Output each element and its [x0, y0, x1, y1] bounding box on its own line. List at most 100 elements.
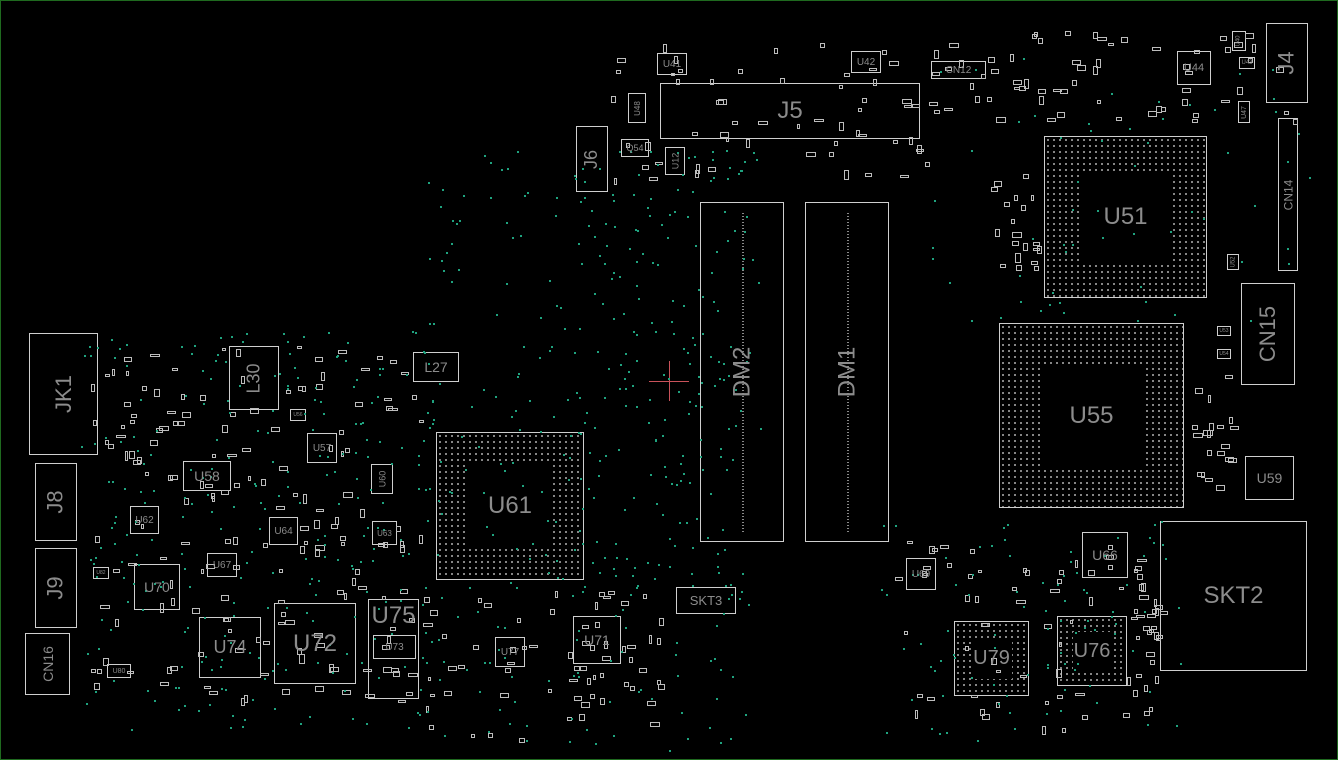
via-dot: [682, 455, 684, 457]
smd-pad: [975, 96, 980, 103]
component-u48[interactable]: U48: [628, 93, 646, 123]
via-dot: [692, 585, 694, 587]
via-dot: [625, 405, 627, 407]
component-u77[interactable]: U77: [495, 637, 525, 667]
component-u54[interactable]: U54: [1217, 349, 1231, 359]
via-dot: [126, 365, 128, 367]
smd-pad: [1045, 701, 1049, 705]
component-u80[interactable]: U80: [107, 664, 131, 678]
component-u53[interactable]: U53: [1217, 326, 1231, 336]
component-u79[interactable]: U79: [954, 621, 1029, 696]
component-cn15[interactable]: CN15: [1241, 283, 1295, 385]
component-skt2[interactable]: SKT2: [1160, 521, 1307, 671]
smd-pad: [1183, 64, 1190, 70]
component-u56[interactable]: U56: [290, 409, 306, 421]
smd-pad: [1075, 693, 1085, 696]
via-dot: [584, 197, 586, 199]
via-dot: [702, 333, 704, 335]
component-u12[interactable]: U12: [665, 147, 685, 175]
component-u40[interactable]: U40: [1232, 31, 1246, 51]
via-dot: [713, 177, 715, 179]
component-u61[interactable]: U61: [436, 432, 584, 580]
component-u60[interactable]: U60: [371, 464, 393, 494]
component-cn14[interactable]: CN14: [1278, 118, 1298, 271]
smd-pad: [1053, 89, 1062, 92]
component-q54[interactable]: Q54: [621, 139, 649, 157]
via-dot: [630, 594, 632, 596]
via-dot: [994, 647, 996, 649]
via-dot: [576, 639, 578, 641]
component-u82[interactable]: U82: [93, 567, 109, 579]
refdes-label: U54: [1219, 351, 1229, 357]
component-u64[interactable]: U64: [269, 517, 298, 545]
component-u73[interactable]: U73: [373, 635, 416, 659]
component-u76[interactable]: U76: [1057, 616, 1127, 686]
smd-pad: [250, 408, 259, 414]
via-dot: [1309, 177, 1311, 179]
component-u42[interactable]: U42: [851, 51, 881, 73]
via-dot: [337, 355, 339, 357]
component-jk1[interactable]: JK1: [29, 333, 98, 455]
component-u55[interactable]: U55: [999, 323, 1184, 508]
via-dot: [418, 455, 420, 457]
component-cn12[interactable]: CN12: [931, 61, 986, 79]
component-u71[interactable]: U71: [573, 616, 621, 664]
via-dot: [120, 441, 122, 443]
component-u74[interactable]: U74: [199, 617, 261, 678]
via-dot: [519, 429, 521, 431]
via-dot: [526, 725, 528, 727]
via-dot: [459, 220, 461, 222]
component-u67[interactable]: U67: [207, 553, 237, 577]
smd-pad: [738, 69, 743, 74]
refdes-label: JK1: [50, 375, 76, 413]
component-u70[interactable]: U70: [134, 564, 180, 610]
smd-pad: [315, 357, 323, 362]
component-j6[interactable]: J6: [576, 126, 608, 192]
component-l27[interactable]: L27: [413, 352, 459, 382]
component-u63[interactable]: U63: [372, 521, 397, 545]
via-dot: [726, 469, 728, 471]
component-u47[interactable]: U47: [1238, 101, 1250, 123]
via-dot: [126, 344, 128, 346]
component-u52[interactable]: U52: [1227, 254, 1239, 270]
via-dot: [584, 181, 586, 183]
smd-pad: [1228, 458, 1237, 463]
via-dot: [571, 718, 573, 720]
via-dot: [336, 356, 338, 358]
via-dot: [100, 547, 102, 549]
component-j4[interactable]: J4: [1266, 23, 1308, 103]
component-u72[interactable]: U72: [274, 603, 356, 684]
smd-pad: [1136, 636, 1140, 640]
smd-pad: [1072, 80, 1077, 86]
component-skt3[interactable]: SKT3: [676, 587, 736, 614]
via-dot: [433, 323, 435, 325]
component-u44[interactable]: U44: [1177, 51, 1211, 85]
component-u51[interactable]: U51: [1044, 136, 1207, 298]
component-j5[interactable]: J5: [660, 83, 920, 139]
component-u59[interactable]: U59: [1245, 456, 1294, 500]
component-u69[interactable]: U69: [906, 558, 936, 590]
via-dot: [492, 534, 494, 536]
component-u43[interactable]: U43: [1239, 57, 1255, 69]
component-cn16[interactable]: CN16: [25, 633, 70, 695]
component-dm2[interactable]: DM2: [700, 202, 784, 542]
smd-pad: [170, 475, 178, 480]
component-dm1[interactable]: DM1: [805, 202, 889, 542]
component-j9[interactable]: J9: [35, 548, 77, 628]
component-j8[interactable]: J8: [35, 463, 77, 541]
smd-pad: [1097, 100, 1101, 104]
via-dot: [391, 633, 393, 635]
component-u58[interactable]: U58: [183, 461, 231, 491]
via-dot: [429, 427, 431, 429]
component-u66[interactable]: U66: [1082, 532, 1128, 578]
component-u75[interactable]: U75: [368, 599, 419, 699]
via-dot: [636, 587, 638, 589]
component-l30[interactable]: L30: [229, 346, 279, 410]
component-u41[interactable]: U41: [657, 53, 687, 75]
via-dot: [257, 430, 259, 432]
component-u57[interactable]: U57: [307, 433, 337, 463]
smd-pad: [873, 79, 877, 86]
smd-pad: [365, 694, 375, 698]
component-u62[interactable]: U62: [130, 506, 159, 534]
